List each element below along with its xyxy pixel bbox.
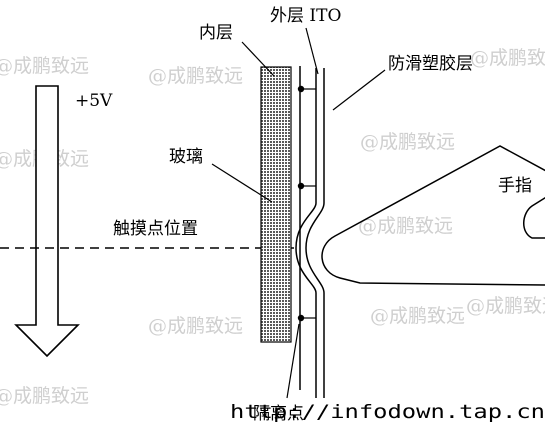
label-finger: 手指 [498, 176, 532, 196]
watermark-text: @成鹏致远 [360, 131, 455, 153]
watermark-text: @成鹏致远 [148, 315, 243, 337]
watermark-text: @成鹏致远 [0, 385, 89, 407]
watermark-text: @成鹏致远 [358, 215, 453, 237]
glass-layer [260, 66, 292, 343]
voltage-arrow [14, 85, 80, 358]
finger-nail [523, 196, 545, 239]
watermark-text: @成鹏致远 [0, 55, 89, 77]
leader-glass [211, 163, 273, 203]
label-inner-layer: 内层 [199, 23, 233, 43]
watermark-text: @成鹏致远 [470, 47, 545, 69]
watermark-text: @成鹏致远 [466, 295, 545, 317]
label-voltage: +5V [75, 91, 113, 111]
label-anti-slip: 防滑塑胶层 [388, 54, 473, 74]
outer-ito-line [295, 68, 317, 398]
anti-slip-layer-line [305, 68, 325, 398]
leader-inner-layer [241, 41, 275, 77]
leader-outer-ito [305, 27, 319, 75]
leader-anti-slip [332, 69, 386, 111]
leader-lines [211, 27, 386, 399]
watermark-text: @成鹏致远 [148, 65, 243, 87]
label-glass: 玻璃 [169, 147, 203, 167]
watermark-text: @成鹏致远 [370, 305, 465, 327]
spacer-dots [297, 85, 316, 322]
label-outer-ito: 外层 ITO [270, 6, 341, 26]
finger-outline [321, 145, 545, 286]
label-touch-position: 触摸点位置 [113, 219, 198, 239]
watermark-url: http://infodown.tap.cn [230, 401, 545, 423]
label-spacer-dots: 隔离点 [253, 404, 304, 424]
leader-spacer-dots [286, 323, 300, 399]
